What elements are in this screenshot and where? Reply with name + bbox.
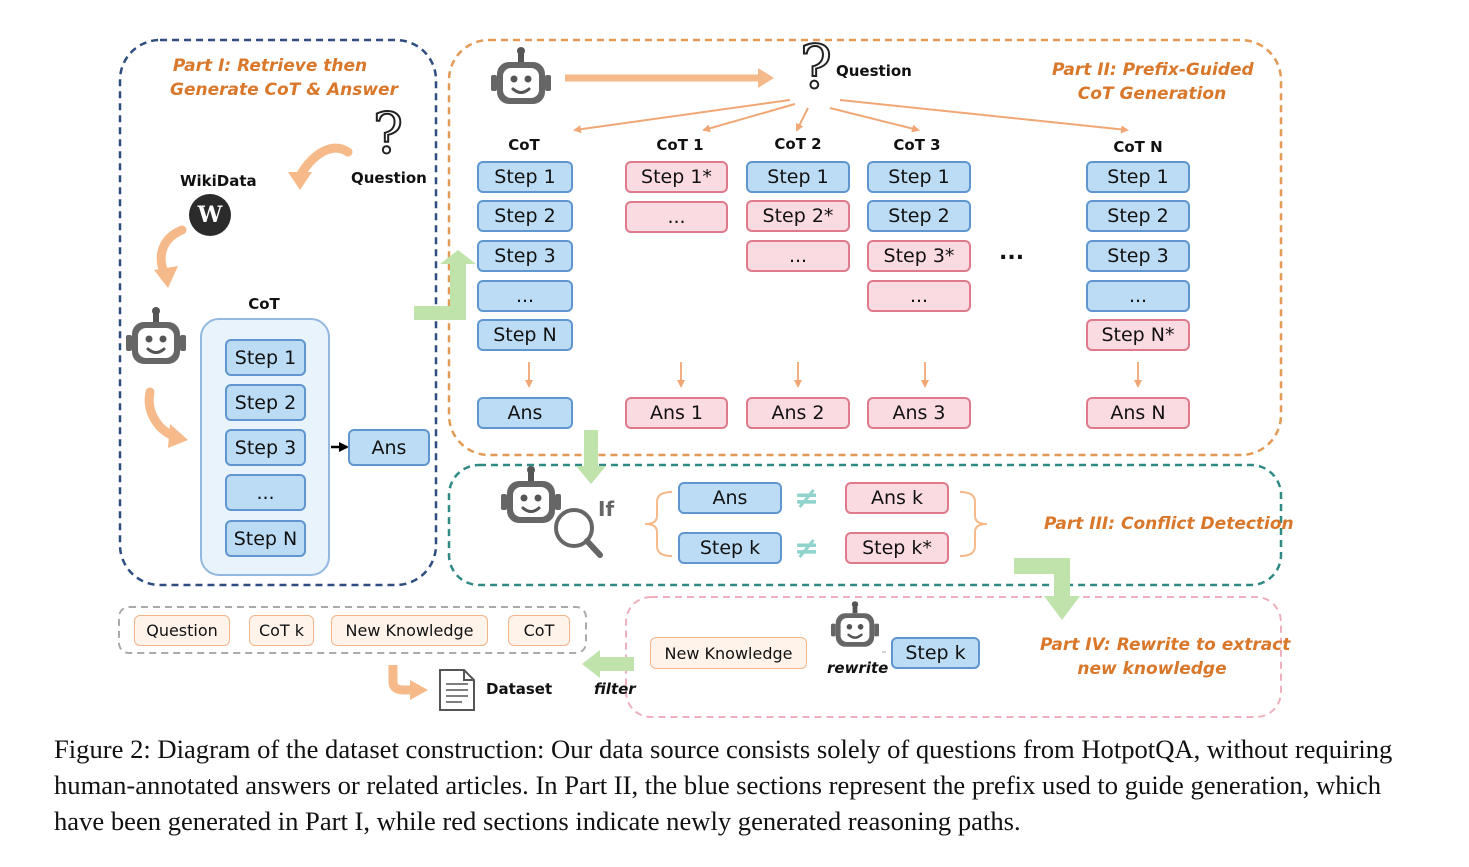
wikidata-label: WikiData bbox=[180, 172, 257, 190]
cot1-step-1: Step 1* bbox=[625, 161, 728, 193]
cot3-answer: Ans 3 bbox=[867, 397, 971, 429]
arrow-head bbox=[758, 68, 774, 88]
question-mark-icon: ? bbox=[372, 101, 404, 168]
cot3-step-3: Step 3* bbox=[867, 240, 971, 272]
svg-text:?: ? bbox=[373, 102, 403, 167]
cotn-step-2: Step 2 bbox=[1086, 200, 1190, 232]
conflict-step-k-star: Step k* bbox=[845, 532, 949, 564]
document-icon bbox=[439, 669, 475, 711]
dataset-label: Dataset bbox=[486, 680, 553, 698]
part1-cot-header: CoT bbox=[248, 295, 280, 313]
diagram-canvas: ? W ? bbox=[118, 32, 1283, 718]
cot3-step-1: Step 1 bbox=[867, 161, 971, 193]
cotn-step-3: Step 3 bbox=[1086, 240, 1190, 272]
cotn-header: CoT N bbox=[1113, 138, 1163, 156]
green-arrow-part1-to-part2 bbox=[414, 250, 476, 320]
part1-answer: Ans bbox=[348, 429, 430, 466]
part3-title: Part III: Conflict Detection bbox=[1044, 514, 1294, 534]
curved-arrow-head bbox=[154, 266, 178, 288]
cot-step-1: Step 1 bbox=[477, 161, 573, 193]
part2-title: Part II: Prefix-Guided CoT Generation bbox=[1052, 58, 1254, 106]
dataset-field-cot-k: CoT k bbox=[249, 615, 314, 646]
curved-arrow-head bbox=[288, 172, 312, 190]
part1-title: Part I: Retrieve then Generate CoT & Ans… bbox=[170, 54, 398, 102]
cot2-step-1: Step 1 bbox=[746, 161, 850, 193]
dataset-field-cot: CoT bbox=[508, 615, 570, 646]
green-arrow-filter bbox=[582, 650, 634, 678]
green-arrow-part2-to-part3 bbox=[576, 430, 606, 484]
question-mark-icon-part2: ? bbox=[799, 32, 833, 104]
part1-step-1: Step 1 bbox=[225, 339, 306, 376]
magnifier-icon bbox=[554, 508, 603, 558]
svg-text:?: ? bbox=[800, 33, 832, 103]
conflict-step-k: Step k bbox=[678, 532, 782, 564]
new-knowledge-output: New Knowledge bbox=[650, 637, 807, 669]
dataset-field-question: Question bbox=[134, 615, 230, 646]
not-equal-symbol-1: ≠ bbox=[794, 481, 820, 516]
cot-step-ellipsis: ... bbox=[477, 280, 573, 312]
svg-text:W: W bbox=[197, 202, 223, 228]
cot-step-n: Step N bbox=[477, 319, 573, 351]
cot-answer: Ans bbox=[477, 397, 573, 429]
part1-step-n: Step N bbox=[225, 520, 306, 557]
part2-question-label: Question bbox=[836, 62, 912, 80]
robot-icon-part3 bbox=[499, 464, 563, 525]
part4-title-line2: new knowledge bbox=[1077, 659, 1227, 679]
part3-region bbox=[447, 463, 1283, 587]
conflict-ans: Ans bbox=[678, 482, 782, 514]
not-equal-symbol-2: ≠ bbox=[794, 531, 820, 566]
part2-region bbox=[447, 38, 1283, 457]
cot2-header: CoT 2 bbox=[774, 135, 822, 153]
green-arrow-part3-to-part4 bbox=[1014, 558, 1080, 620]
cotn-step-n: Step N* bbox=[1086, 319, 1190, 351]
part1-step-2: Step 2 bbox=[225, 384, 306, 421]
robot-icon-part4 bbox=[829, 600, 881, 648]
part4-title: Part IV: Rewrite to extract new knowledg… bbox=[1040, 633, 1291, 681]
cot-header: CoT bbox=[508, 136, 540, 154]
robot-icon-part2 bbox=[489, 45, 553, 106]
part1-step-ellipsis: ... bbox=[225, 474, 306, 511]
right-brace bbox=[959, 491, 988, 557]
cot3-header: CoT 3 bbox=[893, 136, 941, 154]
part1-title-line2: Generate CoT & Answer bbox=[170, 80, 398, 100]
part2-title-line1: Part II: Prefix-Guided bbox=[1052, 60, 1254, 80]
curved-arrow-head bbox=[410, 680, 428, 700]
cot2-answer: Ans 2 bbox=[746, 397, 850, 429]
rewrite-label: rewrite bbox=[827, 659, 889, 677]
conflict-ans-k: Ans k bbox=[845, 482, 949, 514]
robot-icon-part1 bbox=[124, 305, 188, 366]
cot1-answer: Ans 1 bbox=[625, 397, 728, 429]
cotn-step-ellipsis: ... bbox=[1086, 280, 1190, 312]
cotn-step-1: Step 1 bbox=[1086, 161, 1190, 193]
cot3-step-ellipsis: ... bbox=[867, 280, 971, 312]
figure-caption: Figure 2: Diagram of the dataset constru… bbox=[54, 734, 1393, 836]
part1-title-line1: Part I: Retrieve then bbox=[172, 56, 368, 76]
cot2-step-2: Step 2* bbox=[746, 200, 850, 232]
fan-arrows bbox=[573, 99, 1129, 134]
cot1-step-ellipsis: ... bbox=[625, 201, 728, 233]
step-to-answer-arrows bbox=[525, 362, 1142, 388]
cot-step-3: Step 3 bbox=[477, 240, 573, 272]
part1-step-3: Step 3 bbox=[225, 429, 306, 466]
curved-arrow-to-dataset bbox=[388, 665, 412, 695]
rewrite-step-k: Step k bbox=[891, 637, 980, 669]
columns-ellipsis: ... bbox=[999, 240, 1025, 265]
left-brace bbox=[644, 491, 673, 557]
part2-title-line2: CoT Generation bbox=[1077, 84, 1227, 104]
dataset-field-new-knowledge: New Knowledge bbox=[331, 615, 488, 646]
cot-step-2: Step 2 bbox=[477, 200, 573, 232]
wikipedia-logo-icon: W bbox=[189, 194, 231, 236]
cot3-step-2: Step 2 bbox=[867, 200, 971, 232]
cot1-header: CoT 1 bbox=[656, 136, 704, 154]
part4-title-line1: Part IV: Rewrite to extract bbox=[1040, 635, 1291, 655]
filter-label: filter bbox=[594, 680, 636, 698]
cot2-step-ellipsis: ... bbox=[746, 240, 850, 272]
cotn-answer: Ans N bbox=[1086, 397, 1190, 429]
curved-arrow-question-to-wikidata bbox=[295, 143, 353, 181]
if-label: If bbox=[598, 497, 615, 521]
part1-question-label: Question bbox=[351, 169, 427, 187]
curved-arrow-head bbox=[168, 424, 188, 448]
